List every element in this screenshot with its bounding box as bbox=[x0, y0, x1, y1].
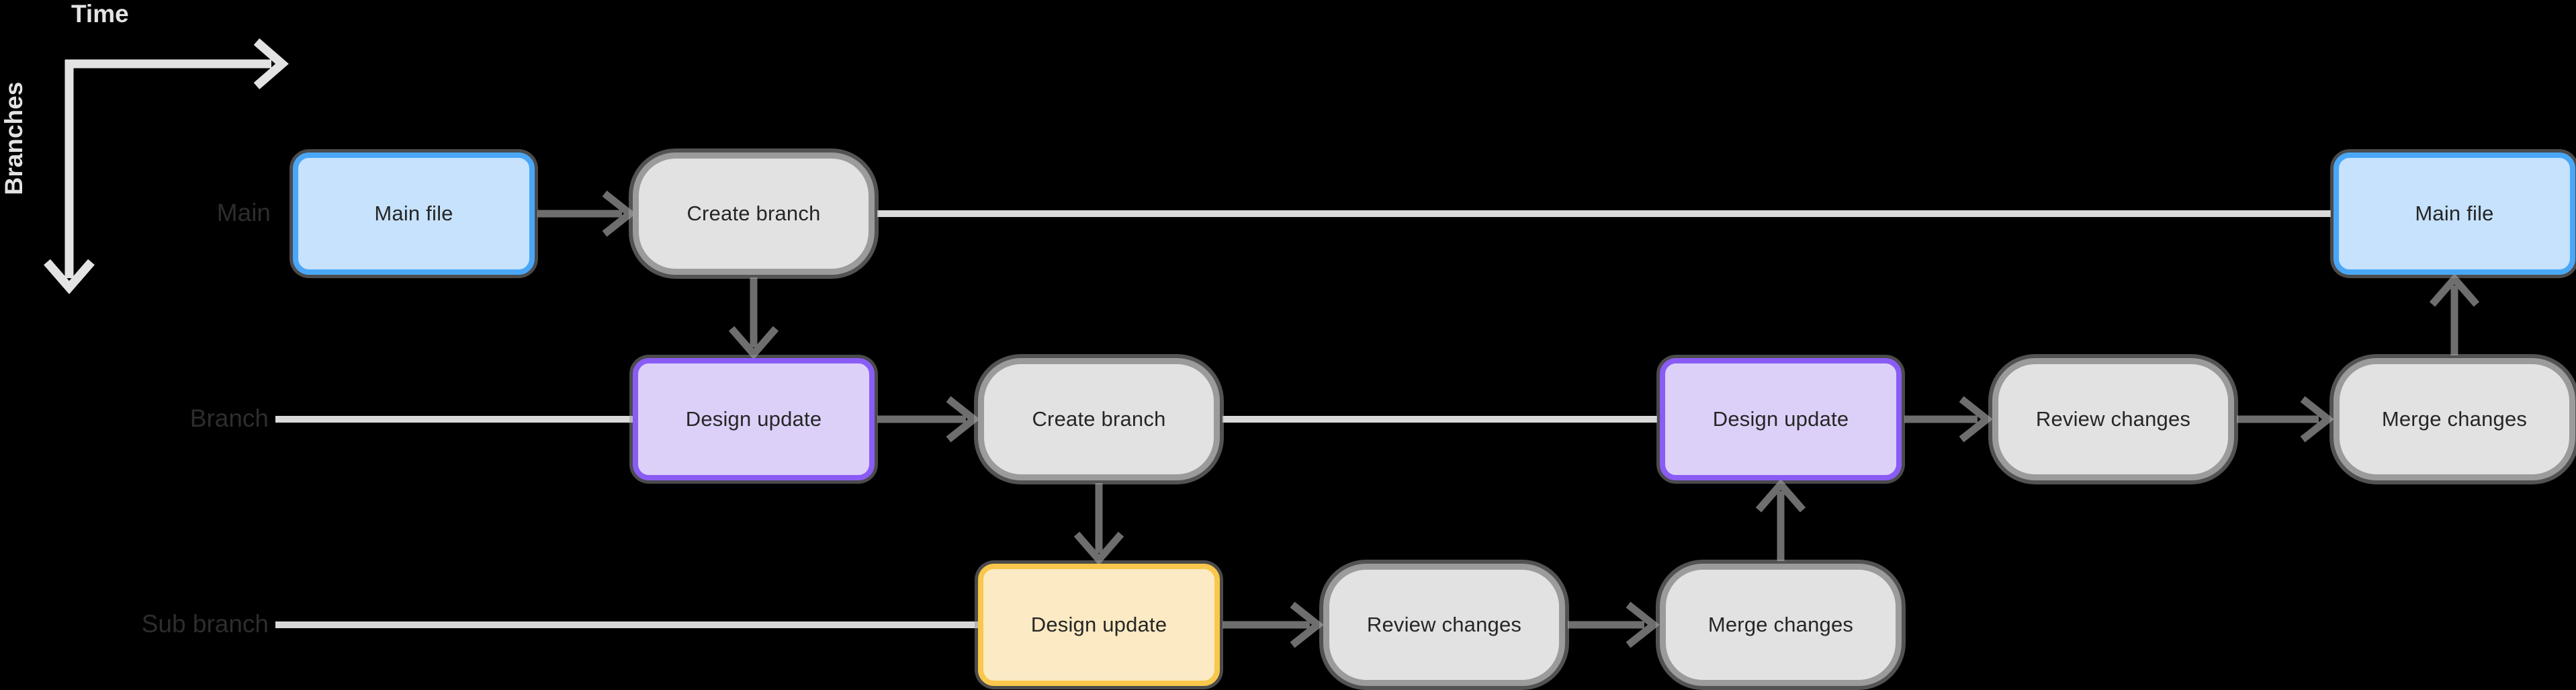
arrowhead-icon bbox=[946, 396, 980, 443]
lane-label-sub-branch: Sub branch bbox=[141, 610, 269, 638]
node-design-update-branch-2: Design update bbox=[1660, 358, 1902, 480]
node-label: Design update bbox=[1030, 613, 1167, 636]
node-review-changes-sub: Review changes bbox=[1323, 564, 1565, 686]
branches-axis-arrowhead-icon bbox=[44, 259, 95, 294]
arrowhead-icon bbox=[1959, 396, 1993, 443]
node-label: Merge changes bbox=[2381, 407, 2528, 431]
node-merge-changes-branch: Merge changes bbox=[2334, 358, 2575, 480]
arrowhead-icon bbox=[1755, 478, 1806, 513]
arrowhead-icon bbox=[728, 326, 779, 360]
node-label: Create branch bbox=[1032, 407, 1166, 431]
node-create-branch-branch: Create branch bbox=[978, 358, 1220, 480]
node-label: Design update bbox=[1712, 407, 1849, 431]
node-review-changes-branch: Review changes bbox=[1992, 358, 2234, 480]
lane-label-branch: Branch bbox=[189, 404, 269, 432]
arrowhead-icon bbox=[1626, 601, 1660, 648]
node-design-update-branch-1: Design update bbox=[633, 358, 875, 480]
node-main-file-start: Main file bbox=[293, 153, 535, 275]
node-label: Design update bbox=[685, 407, 822, 431]
node-merge-changes-sub: Merge changes bbox=[1660, 564, 1902, 686]
node-label: Review changes bbox=[2035, 407, 2191, 431]
node-design-update-sub: Design update bbox=[978, 564, 1220, 686]
time-axis-arrowhead-icon bbox=[253, 38, 289, 89]
arrowhead-icon bbox=[1290, 601, 1324, 648]
node-label: Review changes bbox=[1366, 613, 1522, 636]
node-main-file-end: Main file bbox=[2334, 153, 2575, 275]
time-axis-label: Time bbox=[71, 0, 129, 28]
arrowhead-icon bbox=[602, 190, 636, 237]
node-label: Main file bbox=[374, 202, 453, 225]
branches-axis-label: Branches bbox=[0, 81, 28, 196]
node-label: Main file bbox=[2415, 202, 2494, 225]
arrowhead-icon bbox=[1073, 531, 1124, 566]
arrowhead-icon bbox=[2429, 273, 2480, 307]
arrowhead-icon bbox=[2300, 396, 2334, 443]
node-label: Create branch bbox=[686, 202, 821, 225]
node-label: Merge changes bbox=[1707, 613, 1854, 636]
node-create-branch-main: Create branch bbox=[633, 153, 875, 275]
lane-label-main: Main bbox=[216, 199, 271, 226]
